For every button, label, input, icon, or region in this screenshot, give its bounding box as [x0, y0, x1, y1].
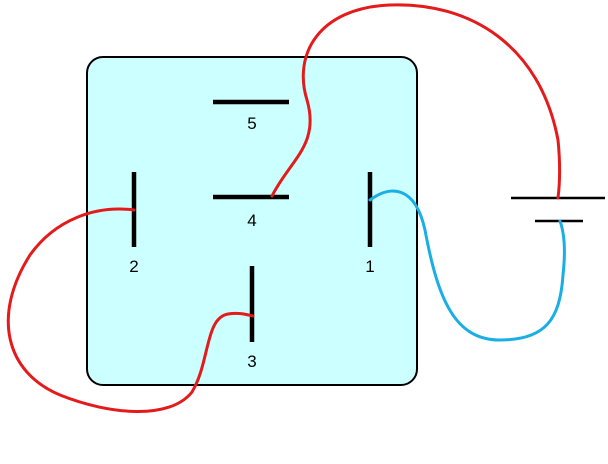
terminal-label-1: 1 [365, 257, 374, 276]
terminal-label-2: 2 [129, 257, 138, 276]
wire-red-2-to-3 [6, 207, 255, 413]
terminal-label-5: 5 [247, 114, 256, 133]
wire-blue-1-to-battery [368, 189, 566, 342]
relay-body [86, 56, 418, 386]
terminal-label-4: 4 [247, 211, 256, 230]
wire-red-4-to-battery [270, 3, 562, 200]
terminal-label-3: 3 [247, 352, 256, 371]
